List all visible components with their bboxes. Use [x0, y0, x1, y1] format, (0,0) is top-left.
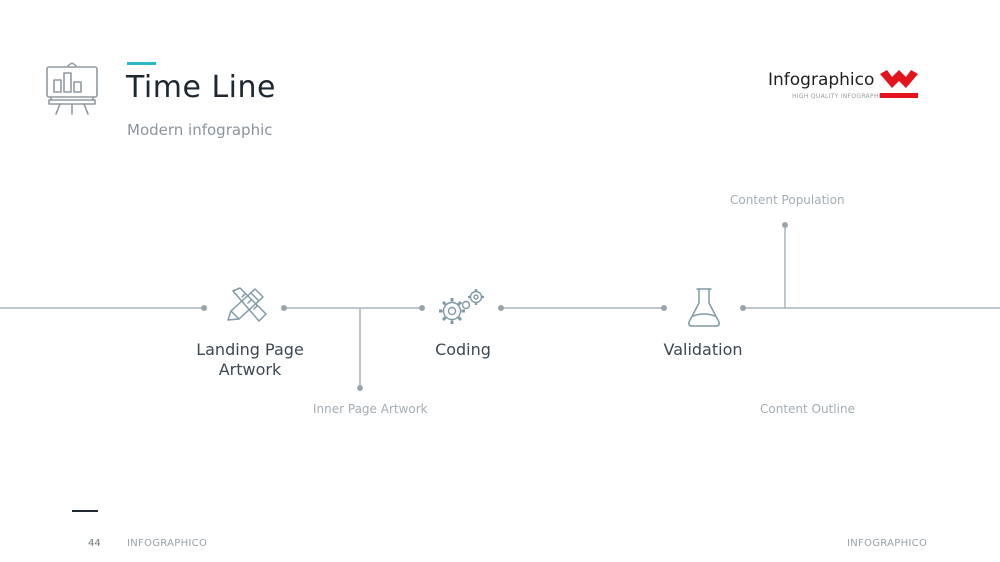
stage-label-line: Landing Page [196, 340, 304, 359]
footer-accent-bar [72, 510, 98, 512]
stage-label-landing-page: Landing Page Artwork [190, 340, 310, 380]
footer-brand-right: INFOGRAPHICO [847, 538, 928, 549]
timeline-dot [661, 305, 667, 311]
gears-icon [439, 289, 484, 324]
page-number: 44 [88, 538, 101, 549]
timeline-dot [740, 305, 746, 311]
presentation-board-icon [46, 62, 98, 115]
timeline-dot [281, 305, 287, 311]
milestone-label-content-population: Content Population [730, 193, 845, 207]
page-subtitle: Modern infographic [127, 121, 273, 139]
milestone-dot [357, 385, 363, 391]
pencil-ruler-icon [227, 287, 267, 322]
logo-name: Infographico [768, 70, 875, 90]
milestone-dot [782, 222, 788, 228]
stage-label-line: Artwork [218, 360, 282, 379]
timeline-dot [498, 305, 504, 311]
logo-tagline: HIGH QUALITY INFOGRAPHICS [792, 93, 890, 100]
milestone-label-content-outline: Content Outline [760, 402, 855, 416]
timeline-dot [419, 305, 425, 311]
milestone-label-inner-page-artwork: Inner Page Artwork [313, 402, 428, 416]
logo-mark-icon [880, 70, 918, 98]
stage-label-coding: Coding [435, 340, 491, 359]
stage-label-validation: Validation [663, 340, 743, 359]
flask-icon [688, 288, 720, 327]
footer-brand-left: INFOGRAPHICO [127, 538, 208, 549]
page-title: Time Line [126, 70, 276, 105]
timeline-dot [201, 305, 207, 311]
title-accent-bar [127, 62, 156, 65]
